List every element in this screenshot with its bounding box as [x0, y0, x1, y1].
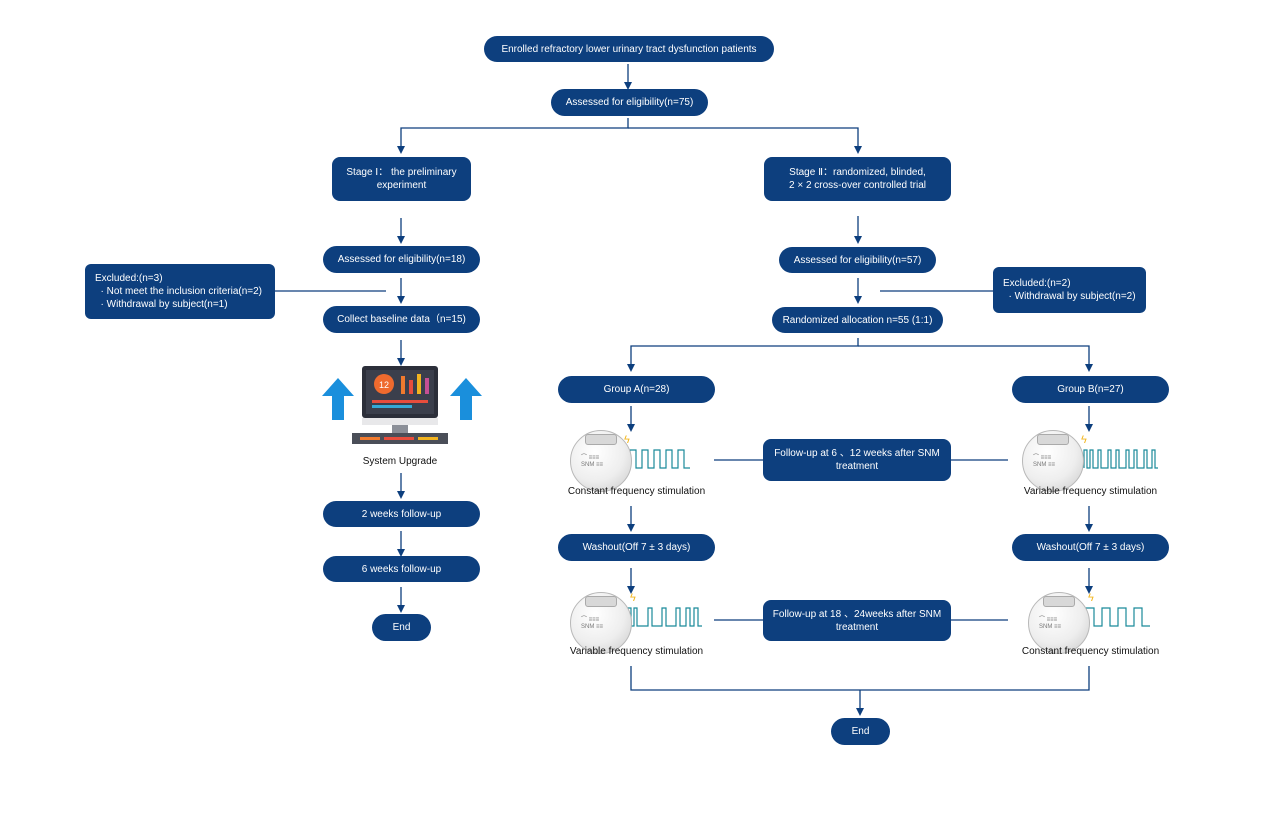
- followup-6w-box: 6 weeks follow-up: [323, 556, 480, 582]
- pulse-wave-icon: [629, 449, 690, 469]
- neurostimulator-device-icon: ⌒ ≡≡≡SNM ≡≡: [1022, 430, 1084, 492]
- monitor-badge: 12: [379, 380, 389, 390]
- pulse-wave-icon: [627, 607, 702, 627]
- stage1-title-box: Stage Ⅰ： the preliminary experiment: [332, 157, 471, 201]
- lightning-icon: ϟ: [1081, 434, 1087, 446]
- washout-b-box: Washout(Off 7 ± 3 days): [1012, 534, 1169, 561]
- group-b-stimulation-2: Constant frequency stimulation: [1021, 646, 1160, 657]
- pulse-wave-icon: [1083, 449, 1158, 469]
- arrow-to-stage1: [397, 118, 629, 154]
- stage1-baseline-box: Collect baseline data（n=15): [323, 306, 480, 333]
- up-arrow-icon: [322, 378, 354, 420]
- up-arrow-icon: [450, 378, 482, 420]
- stage1-excluded-box: Excluded:(n=3) · Not meet the inclusion …: [85, 264, 275, 319]
- group-a-box: Group A(n=28): [558, 376, 715, 403]
- stage1-end-box: End: [372, 614, 431, 641]
- randomized-box: Randomized allocation n=55 (1:1): [772, 307, 943, 333]
- arrow-to-group-b: [858, 345, 1093, 372]
- followup-18-24w-box: Follow-up at 18 、24weeks after SNM treat…: [763, 600, 951, 641]
- stage2-excluded-box: Excluded:(n=2) · Withdrawal by subject(n…: [993, 267, 1146, 313]
- stage2-assessed-box: Assessed for eligibility(n=57): [779, 247, 936, 273]
- arrow-to-group-a: [627, 338, 859, 372]
- group-b-box: Group B(n=27): [1012, 376, 1169, 403]
- system-upgrade-label: System Upgrade: [362, 456, 438, 467]
- group-a-stimulation-2: Variable frequency stimulation: [569, 646, 704, 657]
- washout-a-box: Washout(Off 7 ± 3 days): [558, 534, 715, 561]
- enrolled-box: Enrolled refractory lower urinary tract …: [484, 36, 774, 62]
- merge-line: [630, 666, 1090, 691]
- stage1-assessed-box: Assessed for eligibility(n=18): [323, 246, 480, 273]
- neurostimulator-device-icon: ⌒ ≡≡≡SNM ≡≡: [570, 430, 632, 492]
- lightning-icon: ϟ: [630, 592, 636, 604]
- followup-2w-box: 2 weeks follow-up: [323, 501, 480, 527]
- neurostimulator-device-icon: ⌒ ≡≡≡SNM ≡≡: [570, 592, 632, 654]
- group-a-stimulation-1: Constant frequency stimulation: [567, 486, 706, 497]
- monitor-icon: 12: [352, 366, 448, 444]
- followup-6-12w-box: Follow-up at 6 、12 weeks after SNM treat…: [763, 439, 951, 481]
- arrow-to-stage2: [628, 127, 862, 154]
- lightning-icon: ϟ: [1088, 592, 1094, 604]
- neurostimulator-device-icon: ⌒ ≡≡≡SNM ≡≡: [1028, 592, 1090, 654]
- stage2-end-box: End: [831, 718, 890, 745]
- group-b-stimulation-1: Variable frequency stimulation: [1023, 486, 1158, 497]
- pulse-wave-icon: [1085, 607, 1150, 627]
- lightning-icon: ϟ: [624, 434, 630, 446]
- assessed-total-box: Assessed for eligibility(n=75): [551, 89, 708, 116]
- stage2-title-box: Stage Ⅱ：randomized, blinded, 2 × 2 cross…: [764, 157, 951, 201]
